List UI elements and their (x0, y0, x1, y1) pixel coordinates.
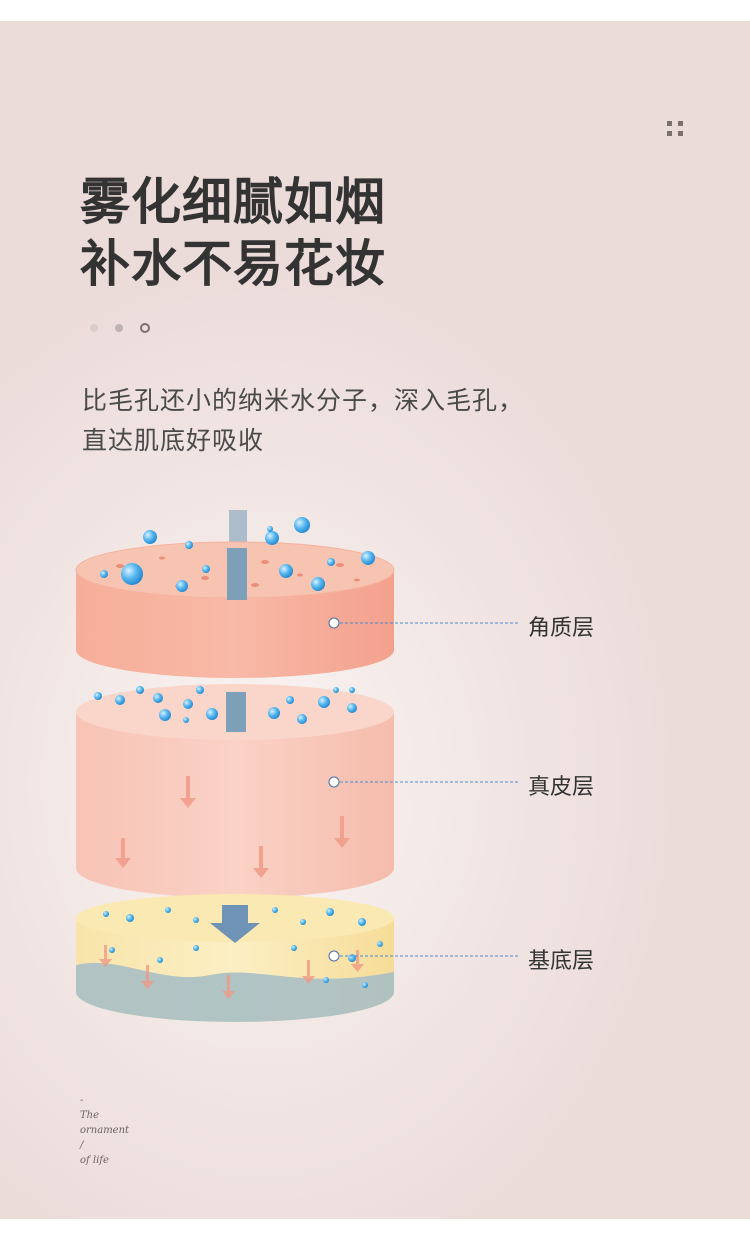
description-line-2: 直达肌底好吸收 (82, 426, 265, 455)
grid-dots-icon[interactable] (667, 121, 685, 137)
layer-label-basal: 基底层 (528, 949, 595, 974)
leader-lines (328, 617, 520, 962)
product-detail-panel: 雾化细腻如烟 补水不易花妆 比毛孔还小的纳米水分子，深入毛孔， 直达肌底好吸收 (0, 21, 750, 1219)
ornament-line-2: ornament (80, 1125, 130, 1136)
title-line-2: 补水不易花妆 (80, 235, 386, 293)
page-title: 雾化细腻如烟 补水不易花妆 (80, 171, 386, 295)
pager-dot-active[interactable] (140, 323, 150, 333)
layer-bottom (76, 894, 394, 1022)
ornament-line-3: / (80, 1140, 84, 1151)
ornament-dash: - (80, 1095, 84, 1106)
ornament-line-1: The (80, 1110, 100, 1121)
pager-dot[interactable] (115, 324, 123, 332)
skin-layer-illustration (75, 510, 520, 1022)
ornament-text: - The ornament / of life (80, 1093, 129, 1168)
layer-label-dermis: 真皮层 (528, 775, 595, 800)
description: 比毛孔还小的纳米水分子，深入毛孔， 直达肌底好吸收 (82, 381, 524, 461)
layer-top (75, 517, 395, 678)
layer-middle (76, 684, 394, 898)
description-line-1: 比毛孔还小的纳米水分子，深入毛孔， (82, 386, 525, 415)
layer-label-stratum-corneum: 角质层 (528, 616, 595, 641)
ornament-line-4: of life (80, 1155, 109, 1166)
pager-dot[interactable] (90, 324, 98, 332)
title-line-1: 雾化细腻如烟 (80, 173, 386, 231)
